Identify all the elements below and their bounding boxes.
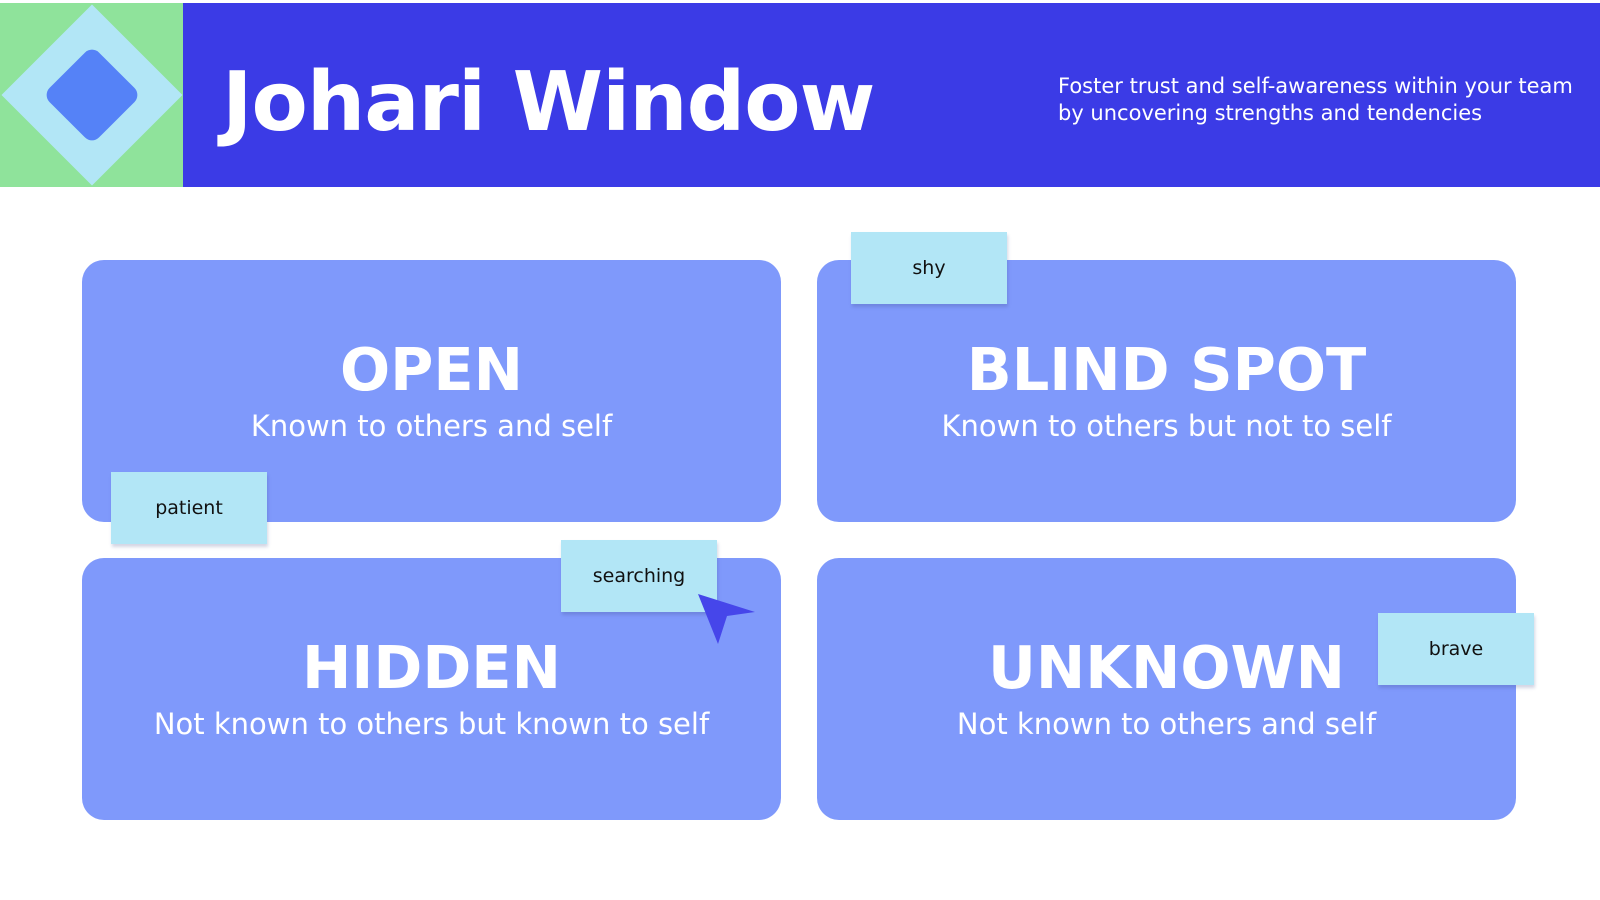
diamond-logo-icon [0, 3, 183, 187]
sticky-note-searching[interactable]: searching [561, 540, 717, 612]
pointer-cursor-icon [698, 594, 755, 644]
quadrant-title: UNKNOWN [988, 633, 1345, 702]
quadrant-title: OPEN [339, 335, 524, 404]
quadrant-blind-spot[interactable]: BLIND SPOT Known to others but not to se… [817, 260, 1516, 522]
quadrant-description: Known to others and self [250, 409, 613, 443]
quadrant-description: Not known to others and self [956, 707, 1377, 741]
quadrant-unknown[interactable]: UNKNOWN Not known to others and self [817, 558, 1516, 820]
page-subtitle: Foster trust and self-awareness within y… [1058, 74, 1573, 125]
header-banner: Johari Window Foster trust and self-awar… [0, 3, 1600, 187]
sticky-note-shy[interactable]: shy [851, 232, 1007, 304]
quadrant-title: BLIND SPOT [966, 335, 1367, 404]
quadrant-description: Known to others but not to self [941, 409, 1392, 443]
quadrant-description: Not known to others but known to self [153, 707, 710, 741]
page-title: Johari Window [222, 55, 875, 150]
sticky-note-patient[interactable]: patient [111, 472, 267, 544]
sticky-note-brave[interactable]: brave [1378, 613, 1534, 685]
quadrant-title: HIDDEN [302, 633, 561, 702]
